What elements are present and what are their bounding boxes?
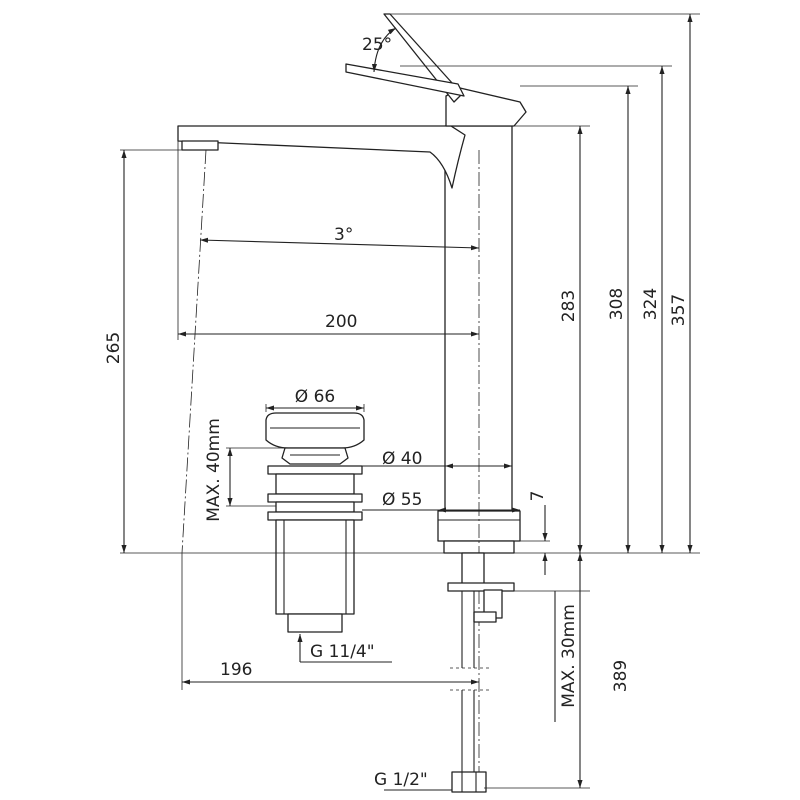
lever-handle [345,13,527,127]
spout-angle-label: 3° [334,225,353,245]
faucet-column [444,125,513,512]
nut-flange [473,611,497,623]
mounting-washer [447,582,515,592]
body-height-label: 283 [559,290,579,322]
waste-cap-diameter-label: Ø 66 [295,387,335,407]
below-deck-fittings [447,552,515,793]
waste-washer-2 [267,493,363,503]
waste-thread-label: G 11/4" [310,642,375,662]
waste-thread-end [287,613,343,633]
lever-closed-position [345,63,465,97]
deck-thickness-label: MAX. 30mm [559,604,579,708]
faucet-body [437,125,521,790]
mounting-stud [461,552,485,586]
hose-thread-label: G 1/2" [374,770,428,790]
hose-nut [451,771,487,793]
spout-height-label: 265 [104,332,124,364]
lever-angle-label: 25° [362,35,392,55]
lever-height-label: 308 [607,288,627,320]
base-thickness-label: 7 [528,491,548,502]
spout-length-label: 200 [325,312,357,332]
total-height-label: 357 [669,294,689,326]
hose-length-label: 389 [611,660,631,692]
spout-angle-dim [199,237,480,251]
spout-arm [177,125,466,189]
spout-aerator [181,140,219,151]
spout [177,125,466,189]
body-diameter-label: Ø 40 [382,449,422,469]
water-flow-line [181,149,207,554]
waste-upper-body [275,473,355,495]
waste-flange [281,447,349,465]
pop-up-waste [265,412,365,633]
waste-tail-pipe [275,519,355,615]
waste-gasket [275,501,355,513]
waste-cap [265,412,365,449]
waste-washer-1 [267,465,363,475]
waste-thickness-label: MAX. 40mm [204,418,224,522]
lever-open-height-label: 324 [641,288,661,320]
base-offset-label: 196 [220,660,252,680]
base-diameter-label: Ø 55 [382,490,422,510]
lever-angle-arc [371,27,397,73]
waste-nut [267,511,363,521]
